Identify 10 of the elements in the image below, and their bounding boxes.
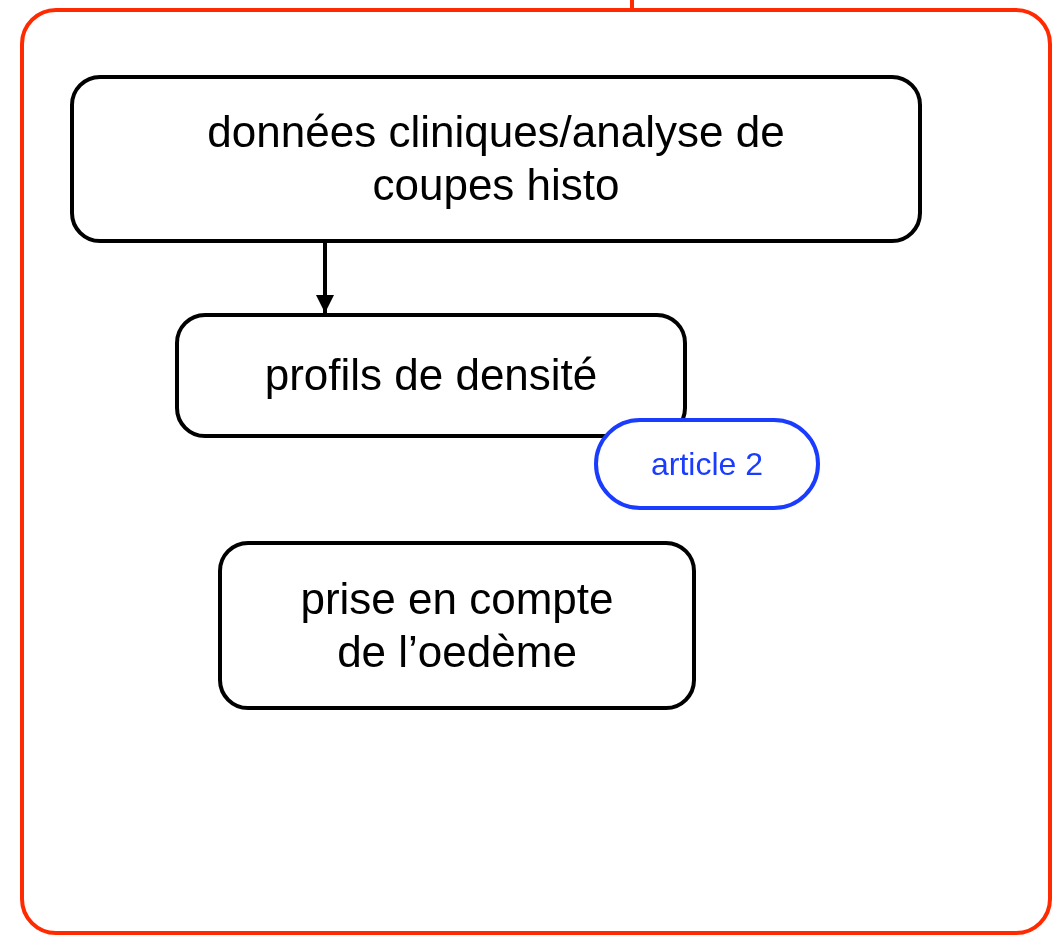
node-text: profils de densité (264, 349, 598, 402)
frame-box (20, 8, 1052, 935)
connector-line (630, 0, 634, 8)
process-box (218, 541, 696, 710)
node-text: données cliniques/analyse de coupes histo (206, 106, 786, 211)
process-box (175, 313, 687, 438)
process-box (70, 75, 922, 243)
node-text: article 2 (650, 444, 763, 484)
arrow (316, 243, 334, 313)
node-text: prise en compte de l’oedème (299, 572, 615, 678)
